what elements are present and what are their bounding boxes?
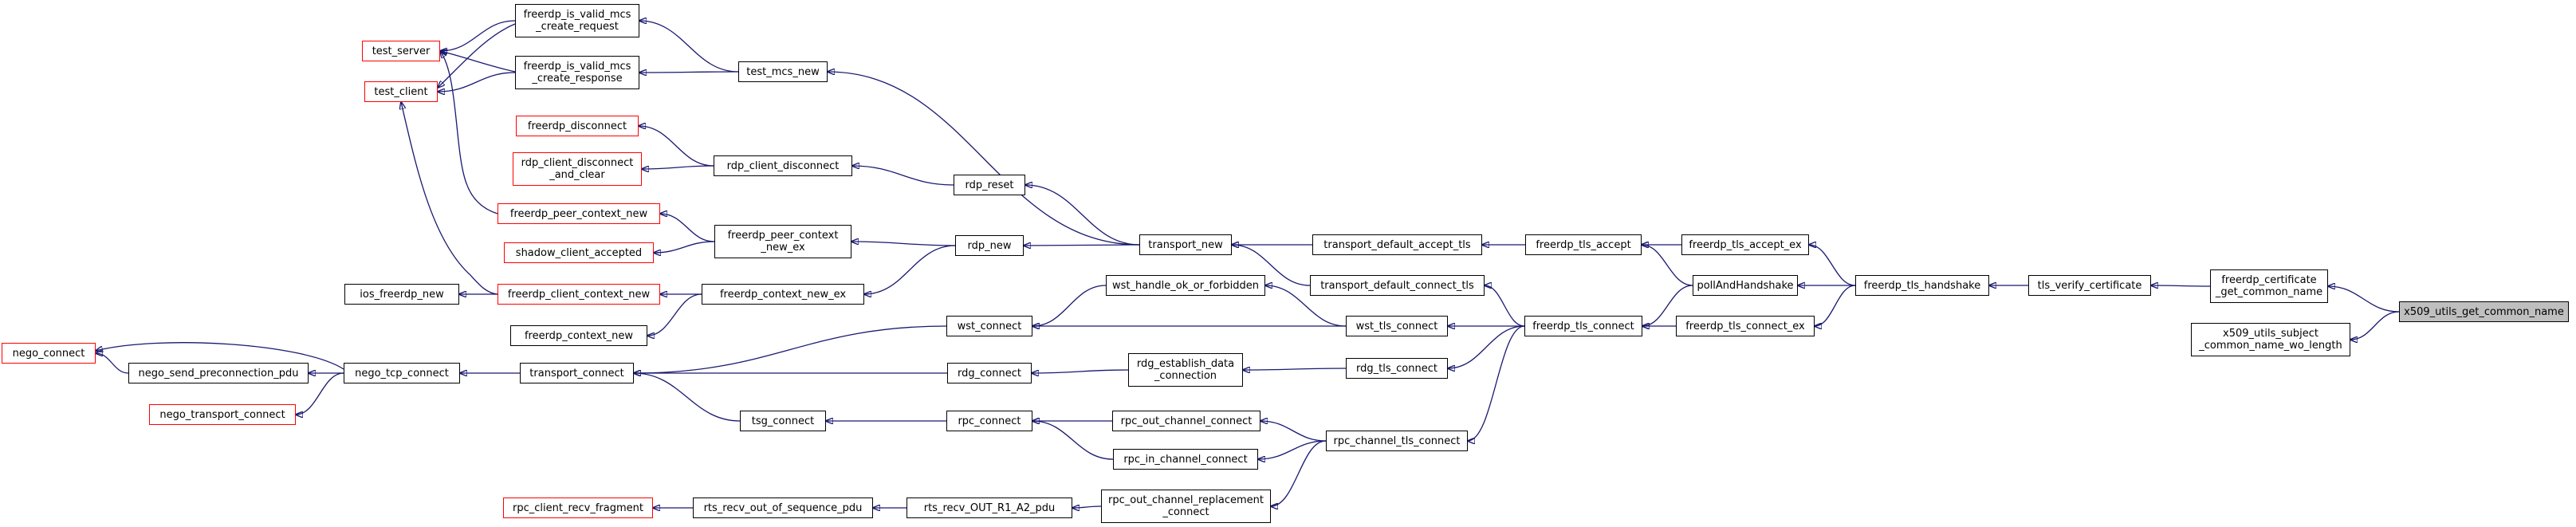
edge-transport-connect-to-tsg-connect: [634, 373, 741, 422]
node-transport-new[interactable]: transport_new: [1139, 234, 1232, 255]
edge-nego-transport-connect-to-nego-tcp-connect: [296, 372, 344, 415]
node-x509-utils-subject-common-name-wo-length[interactable]: x509_utils_subject _common_name_wo_lengt…: [2191, 323, 2350, 356]
node-wst-connect[interactable]: wst_connect: [946, 316, 1032, 336]
node-rpc-client-recv-fragment[interactable]: rpc_client_recv_fragment: [503, 498, 653, 518]
node-tls-verify-certificate[interactable]: tls_verify_certificate: [2028, 275, 2151, 296]
node-rdp-reset[interactable]: rdp_reset: [954, 175, 1025, 195]
edge-rpc-in-channel-connect-to-rpc-channel-tls-connect: [1258, 440, 1327, 459]
edge-freerdp-peer-context-new-ex-to-rdp-new: [851, 242, 956, 246]
node-rts-recv-out-of-sequence-pdu[interactable]: rts_recv_out_of_sequence_pdu: [693, 498, 873, 518]
edge-rdg-establish-data-connection-to-rdg-tls-connect: [1243, 368, 1347, 370]
edge-test-server-to-freerdp-is-valid-mcs-create-response: [440, 51, 516, 73]
node-rpc-out-channel-connect[interactable]: rpc_out_channel_connect: [1112, 411, 1260, 431]
edge-transport-new-to-transport-default-connect-tls: [1232, 245, 1311, 286]
node-freerdp-tls-connect[interactable]: freerdp_tls_connect: [1524, 316, 1642, 336]
node-x509-utils-get-common-name: x509_utils_get_common_name: [2399, 301, 2569, 322]
node-freerdp-certificate-get-common-name[interactable]: freerdp_certificate _get_common_name: [2210, 269, 2328, 303]
node-freerdp-peer-context-new-ex[interactable]: freerdp_peer_context _new_ex: [714, 225, 851, 258]
edge-freerdp-tls-accept-ex-to-freerdp-tls-handshake: [1809, 245, 1856, 286]
edge-freerdp-tls-accept-to-pollAndHandshake: [1642, 245, 1693, 286]
edge-x509-utils-subject-common-name-wo-length-to-x509-utils-get-common-name: [2350, 311, 2400, 340]
node-tsg-connect[interactable]: tsg_connect: [740, 411, 826, 431]
node-freerdp-peer-context-new[interactable]: freerdp_peer_context_new: [498, 203, 660, 224]
node-pollAndHandshake[interactable]: pollAndHandshake: [1693, 275, 1798, 296]
edge-rpc-channel-tls-connect-to-freerdp-tls-connect: [1468, 325, 1525, 441]
node-rpc-channel-tls-connect[interactable]: rpc_channel_tls_connect: [1326, 431, 1468, 451]
edge-rdp-client-disconnect-and-clear-to-rdp-client-disconnect: [642, 165, 714, 169]
node-wst-handle-ok-or-forbidden[interactable]: wst_handle_ok_or_forbidden: [1106, 275, 1265, 296]
edge-test-mcs-new-to-transport-new: [828, 72, 1140, 246]
edge-rdp-new-to-transport-new: [1024, 245, 1140, 246]
node-freerdp-is-valid-mcs-create-request[interactable]: freerdp_is_valid_mcs _create_request: [515, 4, 639, 37]
edge-freerdp-context-new-ex-to-rdp-new: [864, 245, 956, 294]
node-rts-recv-OUT-R1-A2-pdu[interactable]: rts_recv_OUT_R1_A2_pdu: [907, 498, 1072, 518]
edge-freerdp-is-valid-mcs-create-request-to-test-mcs-new: [639, 21, 739, 73]
node-freerdp-is-valid-mcs-create-response[interactable]: freerdp_is_valid_mcs _create_response: [515, 56, 639, 89]
node-freerdp-tls-accept-ex[interactable]: freerdp_tls_accept_ex: [1681, 234, 1809, 255]
node-freerdp-disconnect[interactable]: freerdp_disconnect: [516, 116, 639, 136]
node-freerdp-tls-connect-ex[interactable]: freerdp_tls_connect_ex: [1676, 316, 1815, 336]
node-rdg-connect[interactable]: rdg_connect: [947, 363, 1032, 383]
edge-test-client-to-freerdp-is-valid-mcs-create-response: [438, 72, 516, 92]
edge-freerdp-is-valid-mcs-create-response-to-test-mcs-new: [639, 72, 739, 73]
edge-nego-connect-to-nego-tcp-connect: [96, 342, 344, 370]
edge-freerdp-tls-connect-ex-to-freerdp-tls-handshake: [1815, 285, 1856, 326]
edge-tls-verify-certificate-to-freerdp-certificate-get-common-name: [2151, 285, 2211, 286]
edge-nego-connect-to-nego-send-preconnection-pdu: [96, 353, 129, 374]
edge-rpc-connect-to-rpc-in-channel-connect: [1032, 421, 1114, 460]
edge-test-server-to-freerdp-peer-context-new: [440, 51, 498, 214]
node-rdg-tls-connect[interactable]: rdg_tls_connect: [1346, 358, 1448, 379]
node-test-server[interactable]: test_server: [362, 41, 440, 61]
node-rpc-out-channel-replacement-connect[interactable]: rpc_out_channel_replacement _connect: [1101, 490, 1271, 523]
node-rpc-in-channel-connect[interactable]: rpc_in_channel_connect: [1113, 449, 1258, 470]
node-rdp-client-disconnect[interactable]: rdp_client_disconnect: [714, 155, 852, 176]
edge-rpc-out-channel-replacement-connect-to-rpc-channel-tls-connect: [1271, 440, 1327, 506]
node-rdp-new[interactable]: rdp_new: [955, 235, 1024, 256]
edge-rdp-client-disconnect-to-rdp-reset: [852, 166, 954, 186]
node-test-client[interactable]: test_client: [364, 81, 438, 102]
node-transport-default-connect-tls[interactable]: transport_default_connect_tls: [1310, 275, 1485, 296]
node-freerdp-tls-accept[interactable]: freerdp_tls_accept: [1525, 234, 1642, 255]
edge-freerdp-disconnect-to-rdp-client-disconnect: [639, 126, 714, 167]
node-transport-default-accept-tls[interactable]: transport_default_accept_tls: [1312, 234, 1482, 255]
edge-test-client-to-freerdp-is-valid-mcs-create-request: [438, 23, 516, 88]
edge-test-client-to-freerdp-client-context-new: [401, 102, 498, 295]
node-test-mcs-new[interactable]: test_mcs_new: [738, 61, 828, 82]
node-ios-freerdp-new[interactable]: ios_freerdp_new: [344, 284, 459, 305]
node-freerdp-context-new[interactable]: freerdp_context_new: [510, 325, 647, 346]
node-wst-tls-connect[interactable]: wst_tls_connect: [1346, 316, 1448, 336]
node-nego-connect[interactable]: nego_connect: [2, 343, 96, 364]
edge-freerdp-certificate-get-common-name-to-x509-utils-get-common-name: [2328, 286, 2400, 313]
node-nego-send-preconnection-pdu[interactable]: nego_send_preconnection_pdu: [128, 363, 309, 383]
edge-rdg-tls-connect-to-freerdp-tls-connect: [1448, 325, 1525, 368]
node-rpc-connect[interactable]: rpc_connect: [946, 411, 1032, 431]
edge-freerdp-context-new-to-freerdp-context-new-ex: [647, 293, 702, 336]
edge-transport-default-connect-tls-to-freerdp-tls-connect: [1485, 285, 1525, 327]
edge-transport-connect-to-wst-connect: [634, 325, 947, 373]
edge-freerdp-peer-context-new-to-freerdp-peer-context-new-ex: [660, 214, 715, 242]
node-freerdp-context-new-ex[interactable]: freerdp_context_new_ex: [702, 284, 864, 305]
edge-wst-handle-ok-or-forbidden-to-wst-tls-connect: [1265, 285, 1347, 327]
edge-rdp-reset-to-transport-new: [1025, 185, 1140, 246]
edge-rdg-connect-to-rdg-establish-data-connection: [1032, 369, 1129, 373]
node-shadow-client-accepted[interactable]: shadow_client_accepted: [504, 242, 654, 263]
node-freerdp-client-context-new[interactable]: freerdp_client_context_new: [498, 284, 660, 305]
edge-shadow-client-accepted-to-freerdp-peer-context-new-ex: [654, 241, 715, 253]
edge-rpc-out-channel-connect-to-rpc-channel-tls-connect: [1260, 421, 1327, 442]
node-nego-transport-connect[interactable]: nego_transport_connect: [149, 404, 296, 425]
node-rdp-client-disconnect-and-clear[interactable]: rdp_client_disconnect _and_clear: [513, 152, 642, 186]
edge-test-server-to-freerdp-is-valid-mcs-create-request: [440, 20, 516, 51]
node-freerdp-tls-handshake[interactable]: freerdp_tls_handshake: [1855, 275, 1989, 296]
edge-rts-recv-OUT-R1-A2-pdu-to-rpc-out-channel-replacement-connect: [1072, 506, 1102, 508]
node-rdg-establish-data-connection[interactable]: rdg_establish_data _connection: [1128, 353, 1243, 387]
node-nego-tcp-connect[interactable]: nego_tcp_connect: [344, 363, 460, 383]
node-transport-connect[interactable]: transport_connect: [520, 363, 634, 383]
edge-wst-connect-to-wst-handle-ok-or-forbidden: [1032, 285, 1107, 326]
